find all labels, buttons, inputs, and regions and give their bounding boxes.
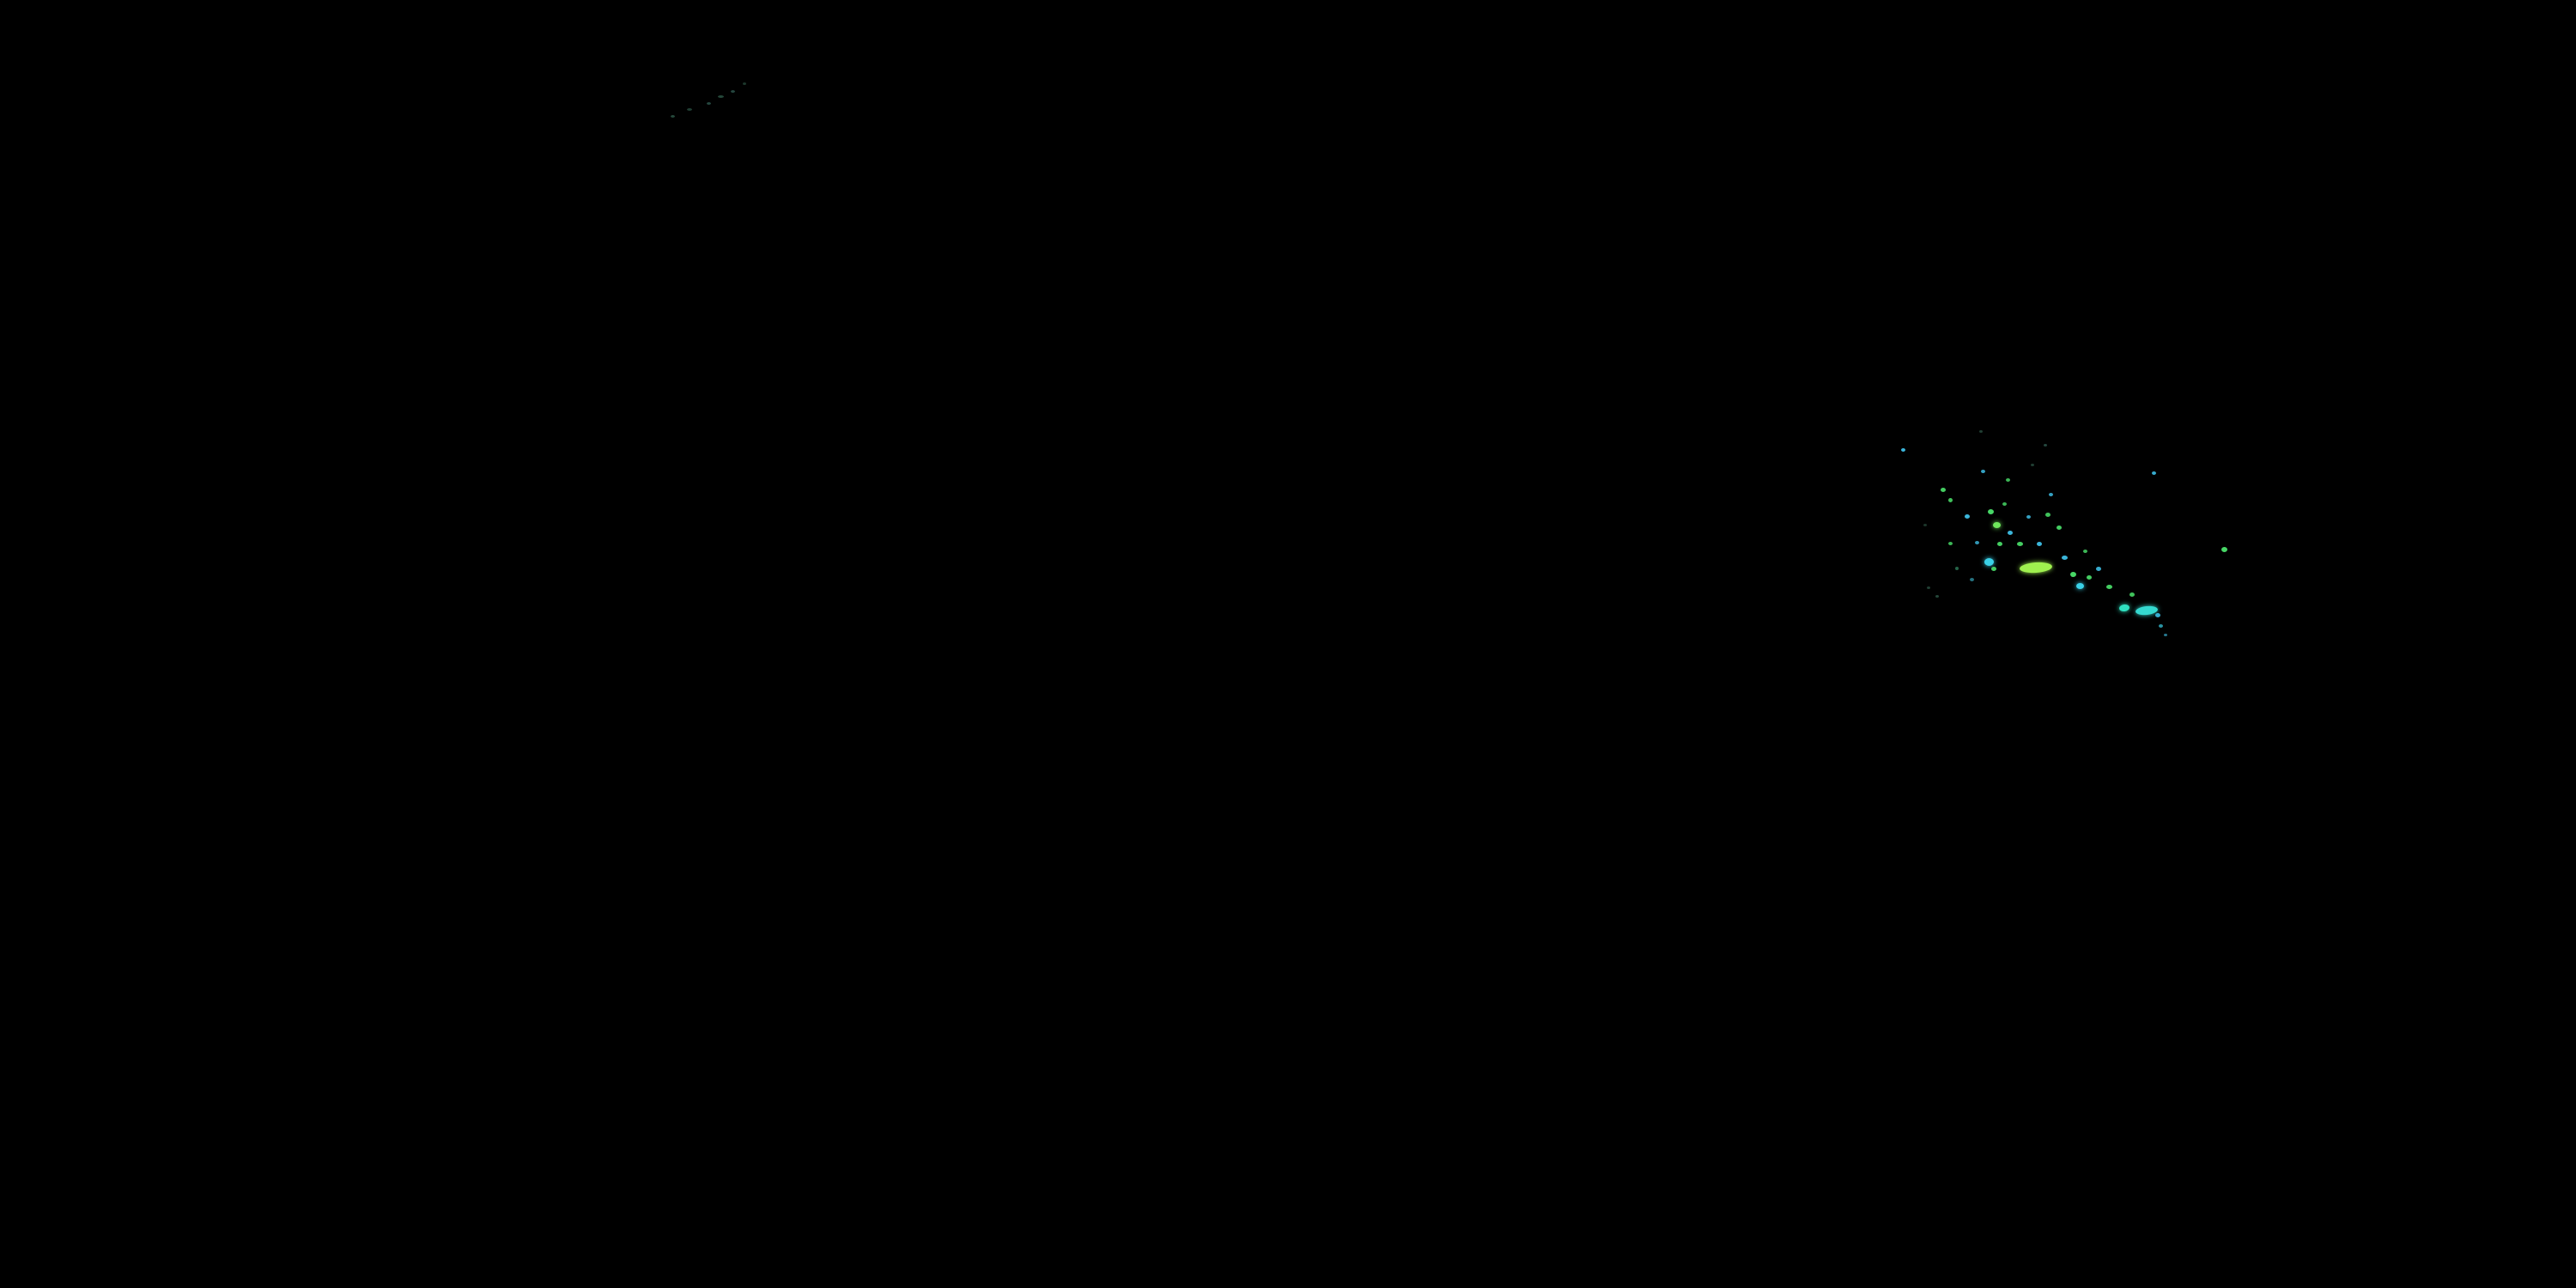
light-speck <box>1935 595 1939 598</box>
light-speck <box>1948 498 1953 502</box>
light-speck <box>2049 493 2053 496</box>
light-speck <box>2083 550 2087 553</box>
light-speck <box>2037 542 2042 546</box>
light-speck <box>2062 556 2068 560</box>
light-speck <box>2031 464 2034 466</box>
light-speck <box>2129 592 2135 597</box>
light-speck <box>1901 448 1905 452</box>
light-speck <box>1993 522 2001 528</box>
light-speck <box>2096 567 2101 571</box>
light-speck <box>2106 585 2112 589</box>
light-speck <box>1923 524 1927 526</box>
light-speck <box>2002 502 2007 506</box>
light-speck <box>2006 478 2010 482</box>
light-speck <box>2019 561 2053 574</box>
light-speck <box>2017 542 2023 546</box>
light-speck <box>2152 471 2156 475</box>
light-speck <box>2057 526 2062 530</box>
light-speck <box>2076 583 2084 589</box>
light-speck <box>2159 624 2163 628</box>
light-speck <box>1997 542 2002 546</box>
light-speck <box>2008 531 2013 535</box>
light-speck <box>1988 509 1994 514</box>
light-speck <box>1975 541 1979 544</box>
light-speck <box>743 82 746 85</box>
light-speck <box>1941 488 1946 492</box>
light-speck <box>1991 567 1996 571</box>
light-speck <box>687 108 692 111</box>
light-speck <box>2026 515 2031 519</box>
light-speck <box>1981 470 1985 473</box>
light-speck <box>671 115 675 118</box>
light-speck <box>1984 558 1994 566</box>
light-speck <box>718 95 724 98</box>
light-speck <box>731 90 735 93</box>
light-speck <box>1970 578 1974 581</box>
light-speck <box>1948 542 1953 545</box>
light-speck <box>1965 514 1970 519</box>
light-speck <box>707 102 711 105</box>
light-speck <box>1955 567 1959 570</box>
light-speck <box>2164 634 2167 636</box>
light-speck <box>2221 547 2227 552</box>
light-speck <box>2118 604 2130 612</box>
light-speck <box>2045 513 2050 517</box>
light-speck <box>2070 572 2076 577</box>
light-speck <box>1927 586 1930 589</box>
light-speck <box>1979 430 1983 433</box>
light-speck <box>2155 613 2160 617</box>
light-speck <box>2044 444 2047 447</box>
light-speck <box>2087 575 2092 580</box>
